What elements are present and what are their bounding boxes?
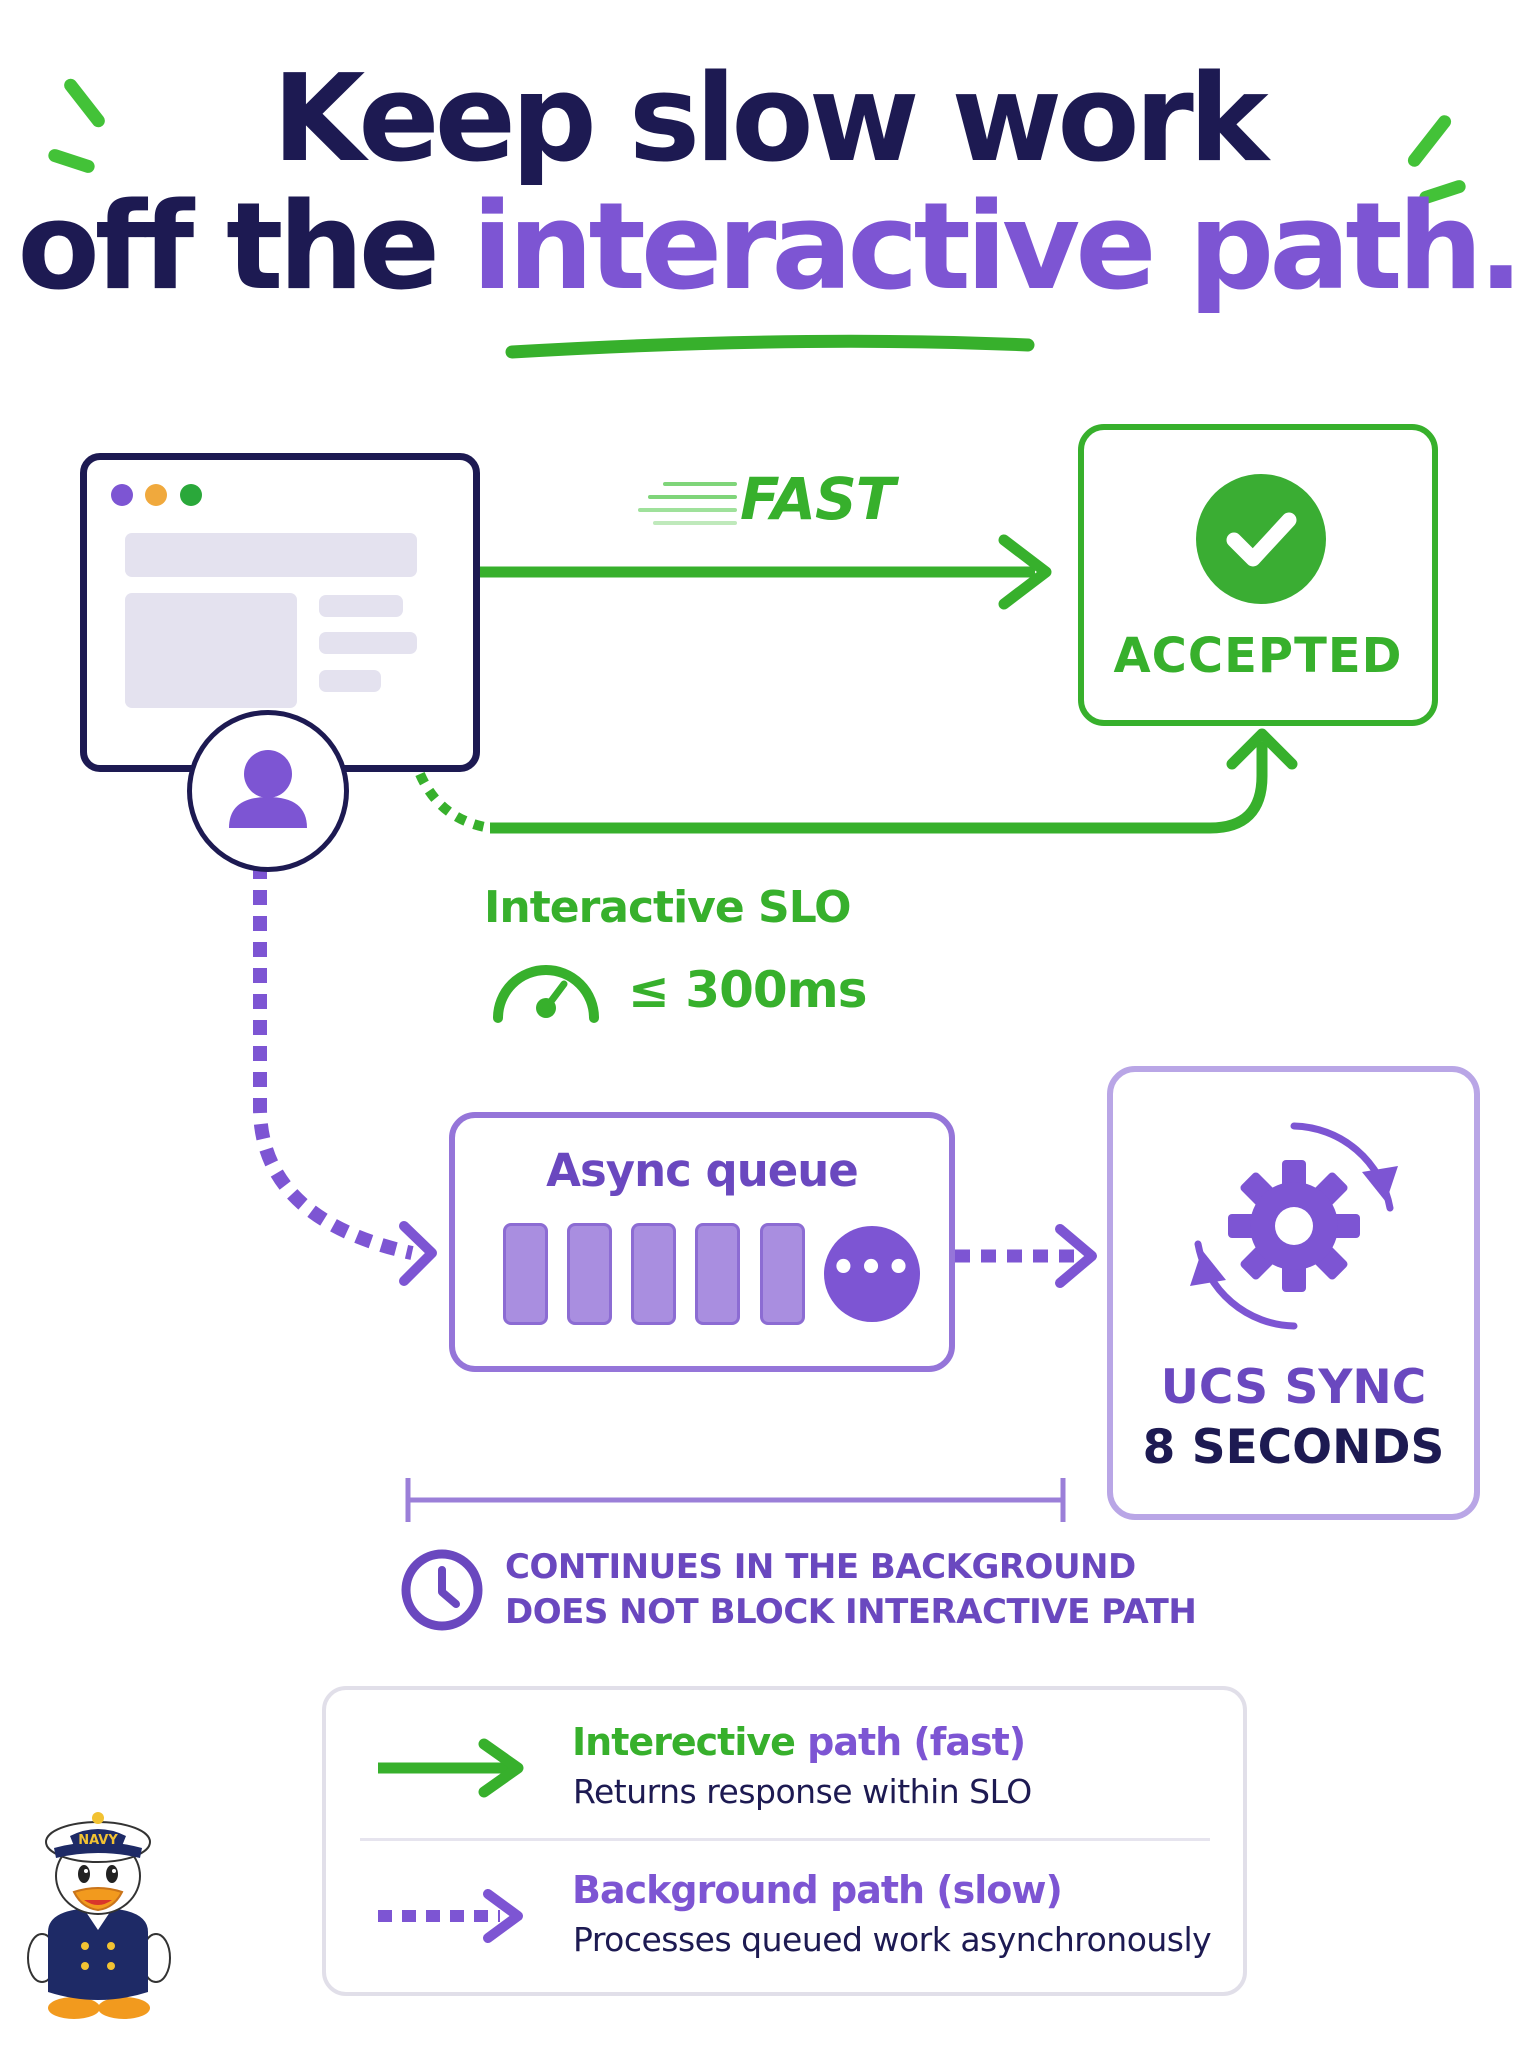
legend-fast-title: Interective path (fast)	[572, 1720, 1026, 1764]
skeleton-line	[319, 595, 403, 617]
ucs-sync-label: UCS SYNC	[1160, 1360, 1427, 1415]
background-note-line-1: CONTINUES IN THE BACKGROUND	[505, 1547, 1136, 1587]
navy-duck-mascot: NAVY	[27, 1812, 171, 2019]
queue-slot	[503, 1223, 548, 1325]
ucs-sync-duration: 8 SECONDS	[1142, 1420, 1445, 1475]
window-dot-green	[180, 484, 202, 506]
queue-slot	[631, 1223, 676, 1325]
legend-slow-desc: Processes queued work asynchronously	[573, 1920, 1212, 1959]
headline-highlight: interactive path.	[471, 178, 1524, 317]
ellipsis-icon: •••	[824, 1226, 920, 1322]
background-note-line-2: DOES NOT BLOCK INTERACTIVE PATH	[505, 1592, 1197, 1632]
mascot-hat-text: NAVY	[78, 1833, 118, 1848]
legend-fast-arrow	[378, 1738, 524, 1798]
user-icon	[229, 750, 307, 828]
queue-slot	[760, 1223, 805, 1325]
clock-icon	[401, 1549, 483, 1631]
skeleton-line	[319, 670, 381, 692]
headline-line-1: Keep slow work	[272, 50, 1268, 189]
queue-slot	[567, 1223, 612, 1325]
legend-slow-arrow	[378, 1889, 523, 1943]
window-dot-orange	[145, 484, 167, 506]
slo-value: ≤ 300ms	[628, 961, 868, 1019]
sync-gear-icon	[1190, 1122, 1398, 1330]
headline-plain: off the	[17, 178, 472, 317]
speedometer-icon	[493, 965, 599, 1023]
skeleton-block	[125, 593, 297, 708]
ucs-sync-box	[1107, 1066, 1480, 1520]
title-underline	[505, 334, 1035, 359]
legend-fast-title-rest: path (fast)	[794, 1720, 1026, 1764]
slo-title: Interactive SLO	[484, 882, 852, 933]
window-dot-purple	[111, 484, 133, 506]
legend-box	[322, 1686, 1247, 1996]
skeleton-bar	[125, 533, 417, 577]
response-return-path	[415, 771, 491, 833]
async-queue-title: Async queue	[546, 1144, 859, 1197]
background-dashed-path	[253, 864, 414, 1260]
legend-divider	[360, 1838, 1210, 1841]
timeline-bracket	[405, 1478, 1066, 1522]
browser-window-icon	[80, 453, 480, 772]
check-circle-icon	[1196, 474, 1326, 604]
queue-slot	[695, 1223, 740, 1325]
skeleton-line	[319, 632, 417, 654]
accepted-label: ACCEPTED	[1113, 628, 1403, 684]
user-avatar	[187, 710, 349, 872]
legend-fast-desc: Returns response within SLO	[573, 1772, 1032, 1811]
legend-slow-title: Background path (slow)	[572, 1868, 1063, 1912]
headline-line-2: off the interactive path.	[0, 188, 1536, 308]
legend-fast-title-green: Interective	[572, 1720, 796, 1764]
fast-label: FAST	[740, 465, 895, 533]
